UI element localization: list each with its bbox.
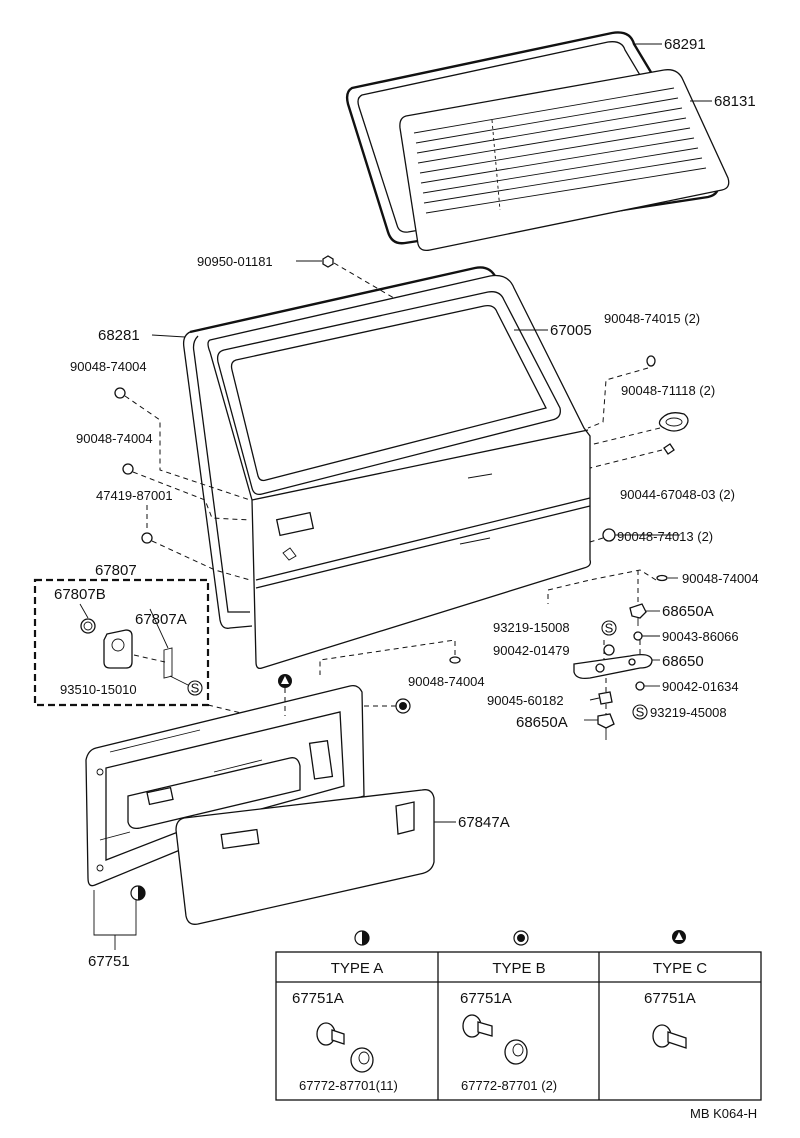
left-fasteners [114, 387, 153, 544]
type-a-part: 67751A [292, 990, 344, 1007]
label-67751: 67751 [88, 953, 130, 970]
symbol-type-a-marker [130, 885, 146, 901]
latch-assembly [573, 603, 653, 740]
label-68281: 68281 [98, 327, 140, 344]
label-90048-74004-d: 90048-74004 [408, 674, 485, 689]
header-type-a: TYPE A [331, 960, 384, 977]
table-symbol-b [513, 930, 529, 946]
label-93219-45008: 93219-45008 [650, 705, 727, 720]
label-90048-71118: 90048-71118 (2) [621, 383, 715, 398]
label-90950-01181: 90950-01181 [197, 254, 273, 269]
type-b-part: 67751A [460, 990, 512, 1007]
type-a-sub: 67772-87701(11) [299, 1078, 398, 1093]
label-90048-74004-c: 90048-74004 [682, 571, 759, 586]
type-b-clip [462, 1014, 528, 1065]
label-67807A: 67807A [135, 611, 187, 628]
diagram-code: MB K064-H [690, 1106, 757, 1121]
label-90042-01479: 90042-01479 [493, 643, 570, 658]
label-93510-15010: 93510-15010 [60, 682, 137, 697]
table-symbol-c [672, 930, 686, 944]
label-90048-74004-b: 90048-74004 [76, 431, 153, 446]
clip-90950 [322, 255, 334, 268]
label-68131: 68131 [714, 93, 756, 110]
back-door-panel [207, 274, 592, 670]
type-b-sub: 67772-87701 (2) [461, 1078, 557, 1093]
table-symbol-a [354, 930, 370, 946]
back-window-glass [399, 69, 730, 252]
types-table: TYPE A TYPE B TYPE C 67751A 67751A 67751… [275, 951, 762, 1101]
label-67807B: 67807B [54, 586, 106, 603]
trim-board [175, 789, 435, 925]
type-c-clip [652, 1024, 687, 1049]
s-symbol-2: S [601, 620, 617, 636]
label-90048-74004-a: 90048-74004 [70, 359, 147, 374]
symbol-type-b-marker [395, 698, 411, 714]
glass-weatherstrip [345, 31, 720, 245]
type-a-clip [316, 1022, 374, 1073]
label-68650A-top: 68650A [662, 603, 714, 620]
label-47419-87001: 47419-87001 [96, 488, 173, 503]
svg-text:S: S [605, 621, 614, 636]
symbol-type-c-marker [278, 674, 292, 688]
label-67005: 67005 [550, 322, 592, 339]
label-90042-01634: 90042-01634 [662, 679, 739, 694]
label-68650: 68650 [662, 653, 704, 670]
label-93219-15008: 93219-15008 [493, 620, 570, 635]
handle-assembly-box [33, 578, 210, 707]
svg-text:S: S [636, 705, 645, 720]
svg-text:S: S [191, 681, 200, 696]
label-90044-67048-03: 90044-67048-03 (2) [620, 487, 735, 502]
label-90048-74015: 90048-74015 (2) [604, 311, 700, 326]
label-67807: 67807 [95, 562, 137, 579]
label-90043-86066: 90043-86066 [662, 629, 739, 644]
label-90048-74013: 90048-74013 (2) [617, 529, 713, 544]
type-c-part: 67751A [644, 990, 696, 1007]
s-symbol-3: S [632, 704, 648, 720]
header-type-b: TYPE B [492, 960, 545, 977]
header-type-c: TYPE C [653, 960, 707, 977]
label-90045-60182: 90045-60182 [487, 693, 564, 708]
label-68291: 68291 [664, 36, 706, 53]
part-labels: 68291 68131 90950-01181 67005 68281 9004… [54, 36, 759, 970]
label-68650A-bottom: 68650A [516, 714, 568, 731]
s-symbol-1: S [187, 680, 203, 696]
label-67847A: 67847A [458, 814, 510, 831]
